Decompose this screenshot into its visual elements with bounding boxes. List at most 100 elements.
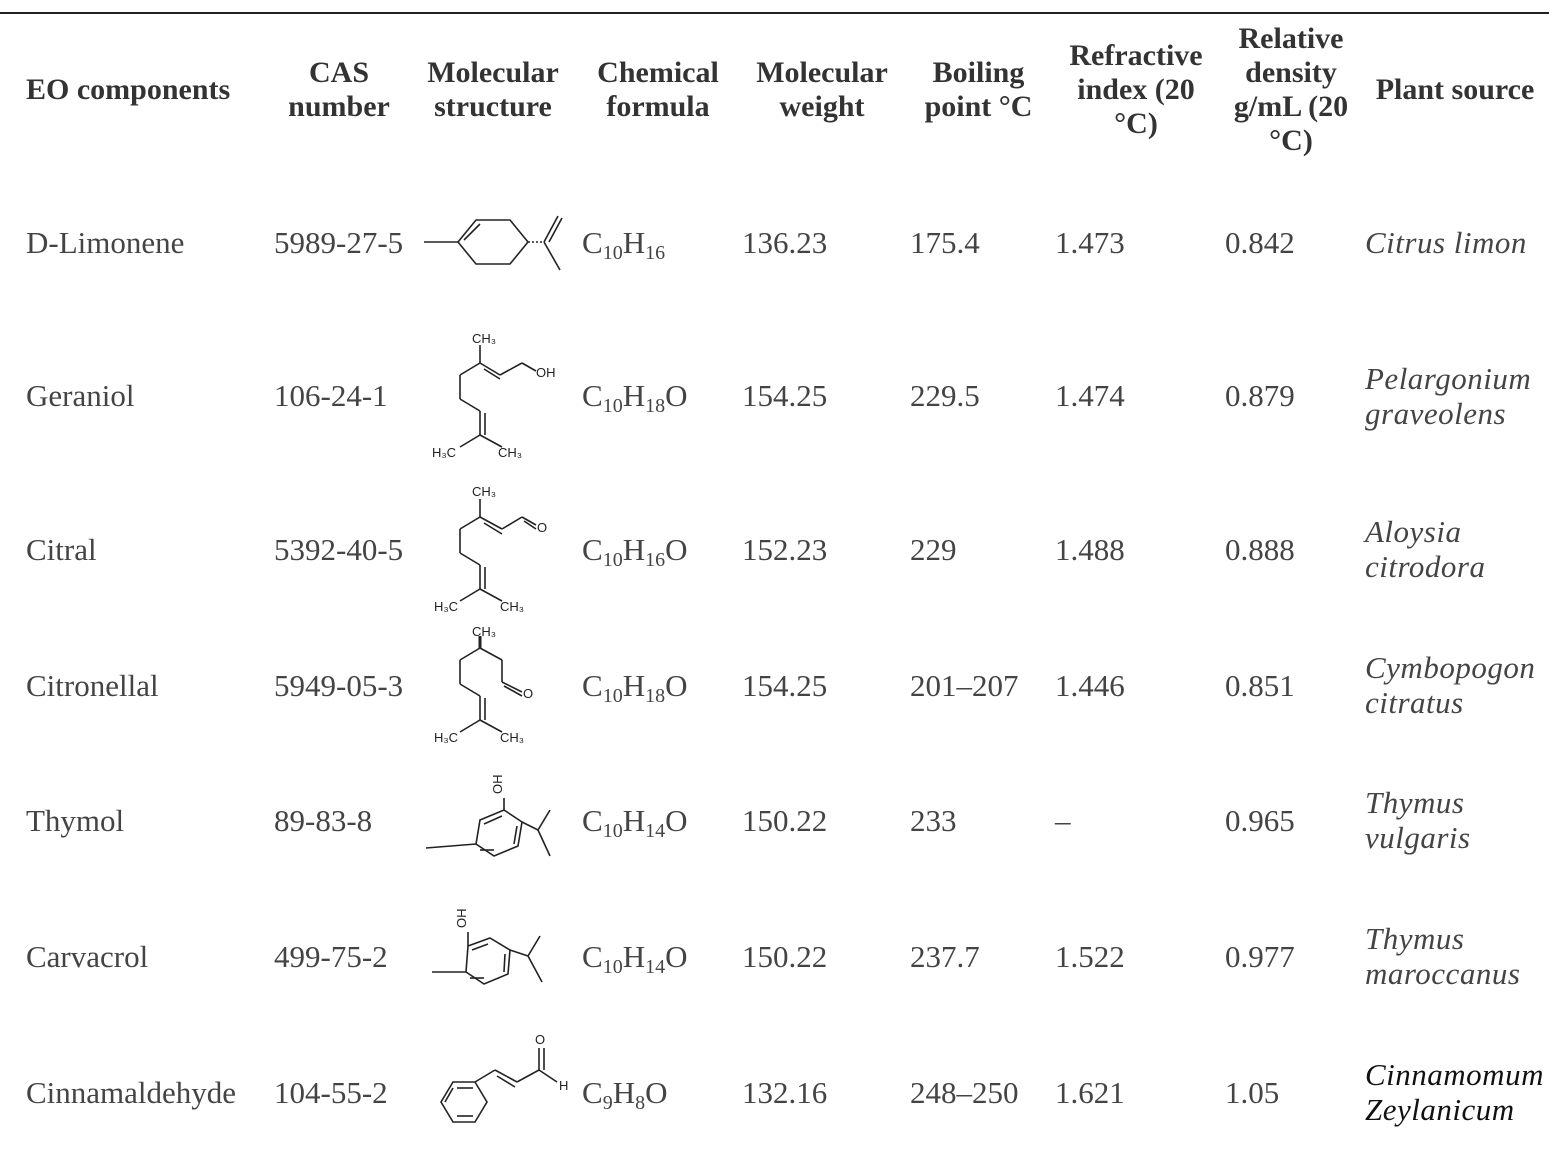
- cell-cas: 499-75-2: [274, 938, 388, 974]
- cell-plant-source: Thymus maroccanus: [1365, 921, 1521, 991]
- cell-structure: [408, 166, 578, 318]
- table-row: D-Limonene 5989-27-5 C10H16 136.23: [0, 166, 1549, 318]
- cell-formula: C9H8O: [582, 1074, 668, 1114]
- cell-boiling: 233: [910, 802, 957, 838]
- cell-formula: C10H16O: [582, 531, 688, 571]
- cell-component: Citral: [26, 531, 97, 567]
- cell-weight: 152.23: [742, 531, 828, 567]
- cell-structure: CH₃ O H₃C CH₃: [408, 625, 578, 745]
- svg-text:H₃C: H₃C: [434, 730, 458, 744]
- cell-boiling: 229: [910, 531, 957, 567]
- table-row: Cinnamaldehyde 104-55-2: [0, 1017, 1549, 1167]
- cell-cas: 5392-40-5: [274, 531, 404, 567]
- cell-refractive: 1.446: [1055, 667, 1125, 703]
- cell-density: 0.965: [1225, 802, 1295, 838]
- limonene-structure-icon: [424, 215, 563, 271]
- cell-weight: 132.16: [742, 1074, 828, 1110]
- svg-text:OH: OH: [490, 775, 505, 795]
- cell-weight: 150.22: [742, 802, 828, 838]
- svg-text:H: H: [559, 1078, 568, 1093]
- svg-text:CH₃: CH₃: [472, 626, 496, 639]
- cinnamaldehyde-structure-icon: O H: [440, 1032, 568, 1123]
- cell-weight: 136.23: [742, 224, 828, 260]
- cell-refractive: 1.488: [1055, 531, 1125, 567]
- header-molecular-structure: Molecular structure: [427, 56, 559, 123]
- cell-cas: 89-83-8: [274, 802, 373, 838]
- cell-plant-source: Pelargonium graveolens: [1365, 360, 1532, 431]
- svg-text:O: O: [535, 1032, 545, 1047]
- table-row: Carvacrol 499-75-2 OH: [0, 895, 1549, 1017]
- cell-cas: 106-24-1: [274, 378, 388, 413]
- table-row: Geraniol 106-24-1: [0, 318, 1549, 473]
- eo-components-table: EO components CAS number Molecular struc…: [0, 14, 1549, 1167]
- header-eo-components: EO components: [26, 73, 231, 106]
- table-row: Citral 5392-40-5: [0, 473, 1549, 625]
- cell-refractive: –: [1055, 802, 1071, 838]
- table-row: Thymol 89-83-8 OH: [0, 745, 1549, 895]
- cell-component: Geraniol: [26, 378, 135, 413]
- cell-component: Cinnamaldehyde: [26, 1074, 237, 1110]
- table-top-rule: [0, 12, 1549, 14]
- header-refractive-index: Refractive index (20 °C): [1069, 39, 1203, 140]
- table-header-row: EO components CAS number Molecular struc…: [0, 14, 1549, 166]
- cell-cas: 5989-27-5: [274, 224, 404, 260]
- cell-plant-source: Aloysia citrodora: [1365, 514, 1486, 584]
- header-relative-density: Relative density g/mL (20 °C): [1233, 22, 1349, 157]
- header-cas-number: CAS number: [288, 56, 390, 123]
- header-molecular-weight: Molecular weight: [756, 56, 888, 123]
- cell-plant-source: Cinnamomum Zeylanicum: [1365, 1057, 1544, 1127]
- geraniol-structure-icon: CH₃ OH H₃C CH₃: [432, 331, 556, 460]
- cell-plant-source: Thymus vulgaris: [1365, 785, 1471, 855]
- cell-boiling: 175.4: [910, 224, 980, 260]
- table-row: Citronellal 5949-05-3: [0, 625, 1549, 745]
- thymol-structure-icon: OH: [425, 775, 551, 857]
- cell-density: 0.888: [1225, 531, 1295, 567]
- cell-formula: C10H16: [582, 224, 666, 264]
- carvacrol-structure-icon: OH: [432, 909, 543, 985]
- cell-formula: C10H14O: [582, 938, 688, 978]
- svg-text:OH: OH: [536, 365, 556, 380]
- cell-plant-source: Cymbopogon citratus: [1365, 650, 1536, 720]
- cell-formula: C10H18O: [582, 667, 688, 707]
- cell-refractive: 1.474: [1055, 378, 1125, 413]
- svg-text:CH₃: CH₃: [500, 599, 524, 614]
- cell-boiling: 229.5: [910, 378, 980, 413]
- svg-text:O: O: [537, 520, 547, 535]
- cell-density: 0.842: [1225, 224, 1295, 260]
- cell-boiling: 237.7: [910, 938, 980, 974]
- cell-refractive: 1.473: [1055, 224, 1125, 260]
- header-chemical-formula: Chemical formula: [597, 56, 719, 123]
- header-plant-source: Plant source: [1375, 73, 1535, 106]
- header-boiling-point: Boiling point °C: [924, 56, 1033, 123]
- cell-density: 0.879: [1225, 378, 1295, 413]
- cell-structure: CH₃ O H₃C CH₃: [408, 473, 578, 625]
- cell-component: D-Limonene: [26, 224, 185, 260]
- cell-formula: C10H18O: [582, 378, 688, 417]
- cell-structure: CH₃ OH H₃C CH₃: [408, 318, 578, 473]
- cell-density: 0.977: [1225, 938, 1295, 974]
- svg-text:O: O: [523, 686, 533, 701]
- cell-density: 1.05: [1225, 1074, 1280, 1110]
- cell-boiling: 248–250: [910, 1074, 1019, 1110]
- cell-cas: 5949-05-3: [274, 667, 404, 703]
- cell-weight: 154.25: [742, 378, 828, 413]
- svg-text:CH₃: CH₃: [498, 445, 522, 460]
- citral-structure-icon: CH₃ O H₃C CH₃: [434, 484, 547, 614]
- cell-structure: O H: [408, 1017, 578, 1167]
- cell-cas: 104-55-2: [274, 1074, 388, 1110]
- cell-component: Thymol: [26, 802, 125, 838]
- cell-refractive: 1.621: [1055, 1074, 1125, 1110]
- cell-structure: OH: [408, 895, 578, 1017]
- citronellal-structure-icon: CH₃ O H₃C CH₃: [434, 626, 533, 744]
- svg-text:OH: OH: [454, 909, 469, 929]
- cell-formula: C10H14O: [582, 802, 688, 842]
- cell-weight: 150.22: [742, 938, 828, 974]
- svg-text:H₃C: H₃C: [432, 445, 456, 460]
- svg-text:CH₃: CH₃: [500, 730, 524, 744]
- cell-component: Citronellal: [26, 667, 159, 703]
- cell-component: Carvacrol: [26, 938, 149, 974]
- svg-text:H₃C: H₃C: [434, 599, 458, 614]
- svg-text:CH₃: CH₃: [472, 484, 496, 499]
- cell-boiling: 201–207: [910, 667, 1019, 703]
- svg-text:CH₃: CH₃: [472, 331, 496, 346]
